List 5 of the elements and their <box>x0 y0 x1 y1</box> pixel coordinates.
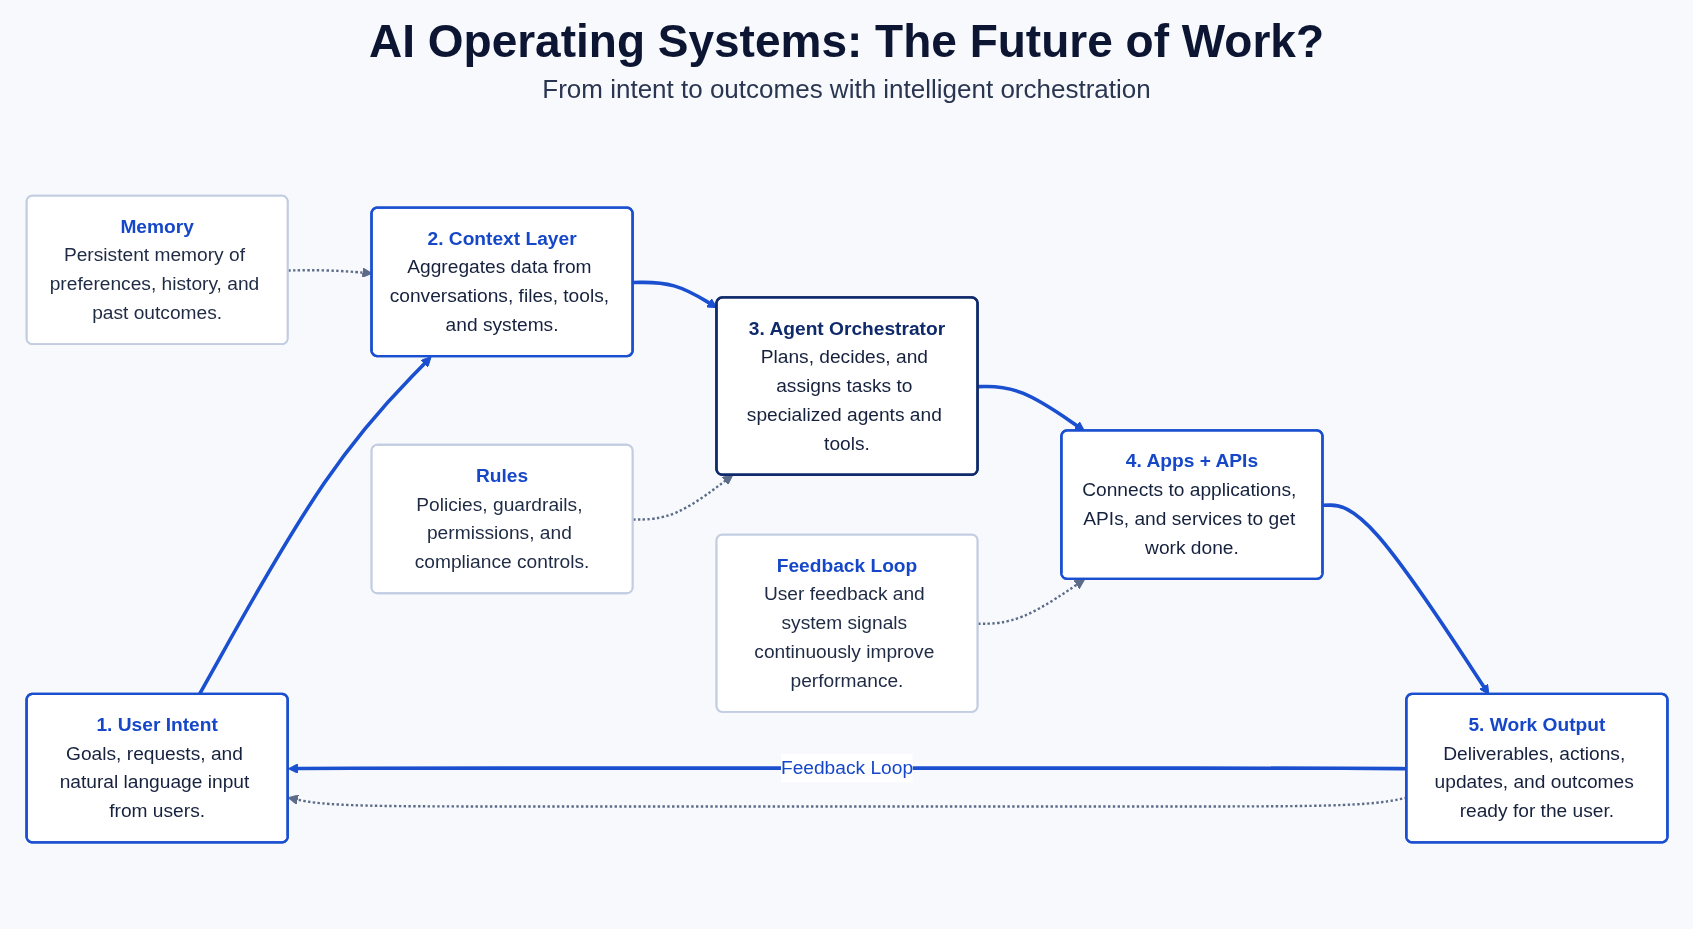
arrow <box>632 474 733 521</box>
arrow <box>977 579 1085 625</box>
edge-label: Feedback Loop <box>780 757 913 778</box>
subtitle: From intent to outcomes with intelligent orchestration <box>542 74 1151 105</box>
title: AI Operating Systems: The Future of Work? <box>368 14 1324 68</box>
